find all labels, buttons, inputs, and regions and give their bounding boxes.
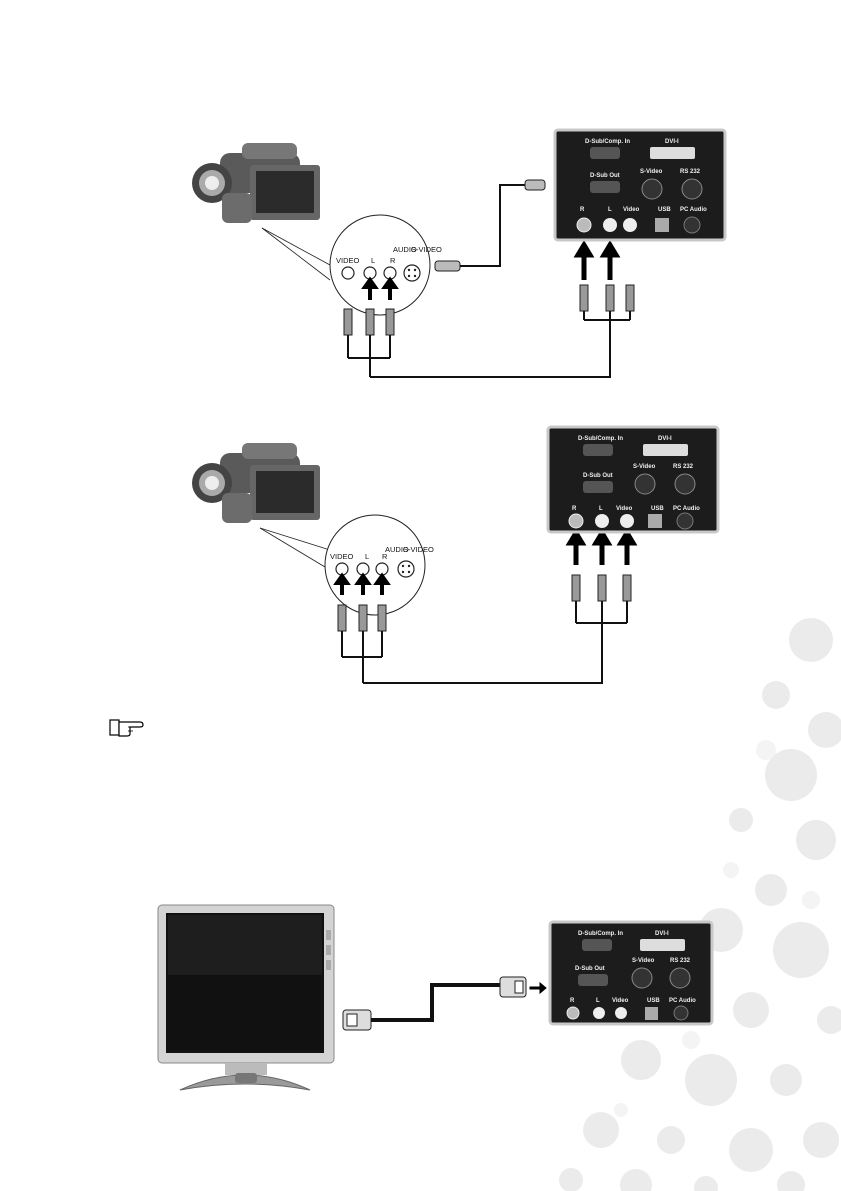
panel-dsub-out-label: D-Sub Out	[590, 173, 620, 179]
panel-video-label: Video	[616, 506, 633, 512]
panel-r-label: R	[580, 207, 585, 213]
panel-usb-label: USB	[651, 506, 664, 512]
panel-dvi-label: DVI-I	[665, 139, 679, 145]
panel-video-label: Video	[612, 998, 629, 1004]
panel-dsub-in-label: D-Sub/Comp. In	[578, 931, 623, 937]
pointing-hand-icon	[106, 714, 146, 740]
rca-cable-camcorder-end	[344, 309, 394, 377]
rca-cable-camcorder-end	[338, 605, 386, 683]
camcorder-jack-panel: AUDIO S-VIDEO VIDEO L R	[330, 215, 442, 315]
vga-cable	[343, 977, 546, 1030]
camcorder-illustration	[192, 443, 320, 523]
projector-io-panel: D-Sub/Comp. In DVI-I D-Sub Out S-Video R…	[555, 130, 725, 240]
panel-svideo-label: S-Video	[633, 464, 656, 470]
panel-dvi-label: DVI-I	[655, 931, 669, 937]
composite-video-connection-diagram: AUDIO S-VIDEO VIDEO L R	[180, 425, 740, 690]
panel-video-label: Video	[623, 207, 640, 213]
panel-dvi-label: DVI-I	[658, 436, 672, 442]
svideo-connection-diagram: AUDIO S-VIDEO VIDEO L R	[180, 125, 740, 385]
camcorder-r-label: R	[390, 256, 396, 265]
camcorder-video-label: VIDEO	[330, 552, 354, 561]
panel-l-label: L	[608, 207, 612, 213]
camcorder-l-label: L	[371, 256, 375, 265]
panel-dsub-out-label: D-Sub Out	[575, 966, 605, 972]
monitor-connection-diagram: D-Sub/Comp. In DVI-I D-Sub Out S-Video R…	[150, 900, 720, 1095]
camcorder-r-label: R	[382, 552, 388, 561]
panel-svideo-label: S-Video	[640, 169, 663, 175]
lcd-monitor-illustration	[158, 905, 334, 1090]
panel-dsub-in-label: D-Sub/Comp. In	[585, 139, 630, 145]
panel-rs232-label: RS 232	[670, 958, 691, 964]
camcorder-svideo-label: S-VIDEO	[403, 545, 434, 554]
panel-svideo-label: S-Video	[632, 958, 655, 964]
camcorder-video-label: VIDEO	[336, 256, 360, 265]
panel-rs232-label: RS 232	[680, 169, 701, 175]
panel-pc-audio-label: PC Audio	[669, 998, 696, 1004]
panel-r-label: R	[572, 506, 577, 512]
projector-io-panel: D-Sub/Comp. In DVI-I D-Sub Out S-Video R…	[550, 922, 712, 1024]
camcorder-svideo-label: S-VIDEO	[411, 245, 442, 254]
panel-l-label: L	[599, 506, 603, 512]
camcorder-jack-panel: AUDIO S-VIDEO VIDEO L R	[325, 515, 434, 615]
panel-usb-label: USB	[647, 998, 660, 1004]
rca-cable-projector-end	[572, 575, 631, 623]
panel-r-label: R	[570, 998, 575, 1004]
panel-pc-audio-label: PC Audio	[673, 506, 700, 512]
panel-rs232-label: RS 232	[673, 464, 694, 470]
camcorder-illustration	[192, 143, 320, 223]
rca-cable-projector-end	[580, 285, 634, 320]
panel-dsub-in-label: D-Sub/Comp. In	[578, 436, 623, 442]
panel-dsub-out-label: D-Sub Out	[583, 473, 613, 479]
panel-pc-audio-label: PC Audio	[680, 207, 707, 213]
projector-io-panel: D-Sub/Comp. In DVI-I D-Sub Out S-Video R…	[548, 427, 718, 532]
panel-l-label: L	[596, 998, 600, 1004]
panel-usb-label: USB	[658, 207, 671, 213]
camcorder-l-label: L	[365, 552, 369, 561]
